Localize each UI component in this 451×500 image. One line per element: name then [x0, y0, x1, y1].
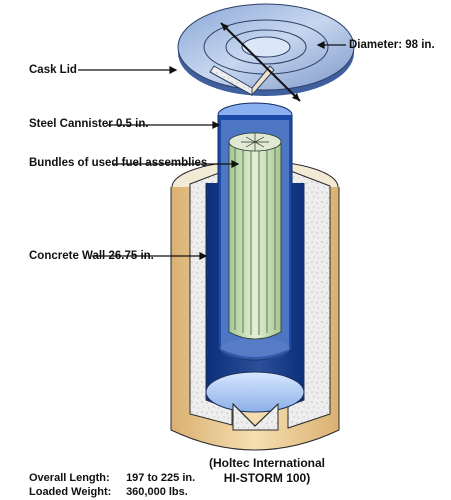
- leader-lines: [78, 41, 346, 260]
- label-fuel-bundles: Bundles of used fuel assemblies: [29, 157, 207, 170]
- specifications: Overall Length: 197 to 225 in. Loaded We…: [29, 471, 195, 499]
- overall-length-label: Overall Length:: [29, 472, 110, 484]
- cask-lid: [177, 3, 355, 102]
- loaded-weight-row: Loaded Weight: 360,000 lbs.: [29, 485, 195, 499]
- steel-canister-thickness-text: 0.5 in.: [115, 118, 149, 130]
- overall-length-row: Overall Length: 197 to 225 in.: [29, 471, 195, 485]
- caption-line2: HI-STORM 100): [223, 471, 311, 485]
- caption-line1: (Holtec International: [208, 456, 325, 470]
- fuel-bundles: [228, 132, 282, 340]
- diameter-text: Diameter: 98 in.: [349, 39, 435, 51]
- label-cask-lid: Cask Lid: [29, 64, 77, 77]
- fuel-bundles-line1: Bundles of used: [29, 157, 119, 169]
- overall-length-value: 197 to 225 in.: [126, 472, 196, 484]
- loaded-weight-value: 360,000 lbs.: [126, 486, 188, 498]
- label-concrete-wall: Concrete Wall 26.75 in.: [29, 250, 154, 263]
- steel-canister-text: Steel Cannister: [29, 118, 113, 130]
- concrete-wall-thickness-text: 26.75 in.: [108, 250, 154, 262]
- cask-lid-text: Cask Lid: [29, 64, 77, 76]
- label-diameter: Diameter: 98 in.: [349, 39, 435, 52]
- loaded-weight-label: Loaded Weight:: [29, 486, 112, 498]
- model-caption: (Holtec International HI-STORM 100): [201, 456, 333, 486]
- fuel-bundles-line2: fuel assemblies: [121, 157, 208, 169]
- concrete-wall-text: Concrete Wall: [29, 250, 106, 262]
- label-steel-canister: Steel Cannister 0.5 in.: [29, 118, 149, 131]
